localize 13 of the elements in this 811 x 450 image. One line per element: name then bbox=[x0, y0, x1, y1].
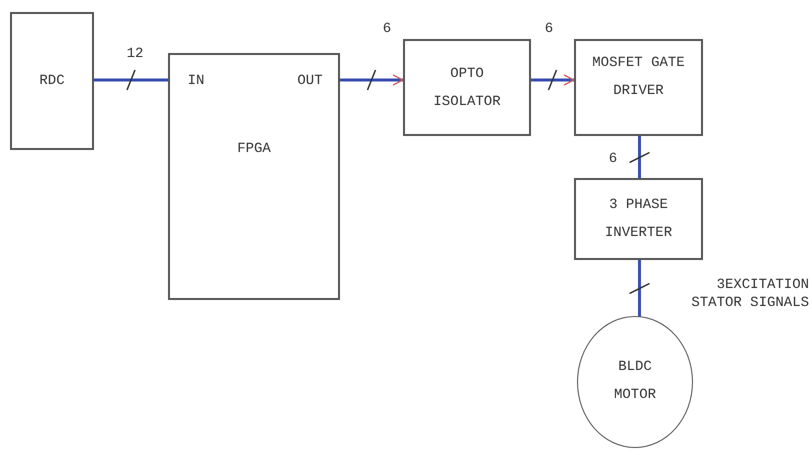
gate-driver-block bbox=[574, 39, 703, 136]
inverter-block bbox=[574, 178, 703, 260]
rdc-block bbox=[10, 12, 94, 150]
block-label: MOSFET GATE DRIVER bbox=[591, 54, 686, 101]
optoisolator-block bbox=[403, 39, 531, 136]
block-label: OPTO ISOLATOR bbox=[432, 64, 502, 112]
port-label: IN bbox=[186, 72, 206, 91]
block-label: FPGA bbox=[236, 140, 272, 159]
fpga-block bbox=[168, 53, 340, 300]
block-label: 3 PHASE INVERTER bbox=[604, 196, 674, 243]
block-label: BLDC MOTOR bbox=[612, 358, 657, 405]
block-label: RDC bbox=[38, 72, 66, 91]
port-label: OUT bbox=[296, 72, 324, 91]
